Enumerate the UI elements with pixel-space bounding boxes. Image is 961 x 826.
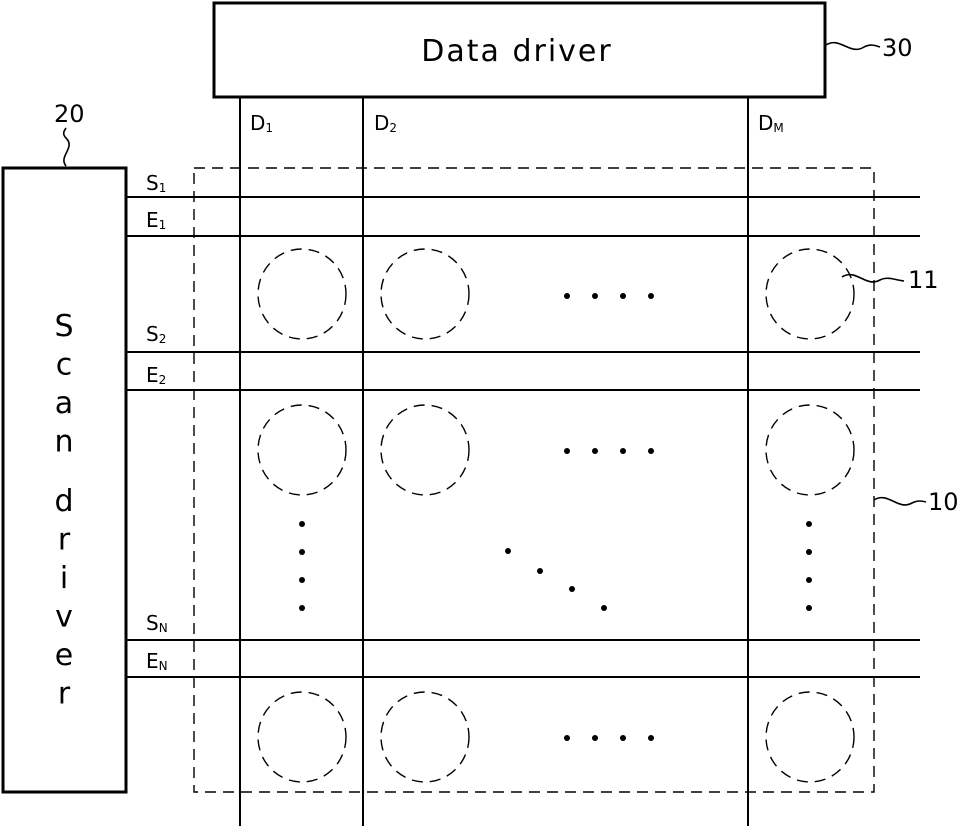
scan-driver-label: Scandriver [54, 309, 73, 712]
emission-line-label-en: EN [146, 649, 168, 673]
pixel-circle [766, 405, 854, 495]
column-ellipsis-dot [806, 521, 812, 527]
scan-line-label-s2: S2 [146, 322, 166, 346]
diagonal-ellipsis-dot [569, 586, 575, 592]
pixel-circle [381, 692, 469, 782]
data-driver-label: Data driver [421, 34, 612, 69]
row-ellipsis-dot [648, 735, 654, 741]
column-ellipsis-dot [299, 605, 305, 611]
panel-leader-line [874, 498, 926, 505]
pixel-circle [766, 249, 854, 339]
pixel-circle [258, 692, 346, 782]
row-ellipsis-dot [564, 448, 570, 454]
row-ellipsis-dot [564, 293, 570, 299]
data-line-labels: D1 D2 DM [250, 111, 784, 135]
scan-line-labels: S1 E1 S2 E2 SN EN [146, 171, 168, 673]
scan-line-label-sn: SN [146, 611, 168, 635]
column-ellipsis-dot [299, 521, 305, 527]
pixel-leader-line [842, 275, 904, 282]
row-ellipsis-dot [592, 735, 598, 741]
panel-ref: 10 [928, 488, 959, 516]
column-ellipsis-dot [806, 549, 812, 555]
data-driver-leader-line [826, 43, 880, 50]
column-ellipsis-dot [806, 605, 812, 611]
row-ellipsis-dot [648, 448, 654, 454]
data-line-label-d2: D2 [374, 111, 397, 135]
pixel-circle [258, 405, 346, 495]
diagonal-ellipsis-dot [601, 605, 607, 611]
row-ellipsis-dot [620, 293, 626, 299]
diagonal-ellipsis-dot [505, 548, 511, 554]
data-line-label-dm: DM [758, 111, 784, 135]
data-line-label-d1: D1 [250, 111, 273, 135]
column-ellipsis-dot [299, 549, 305, 555]
pixel-array-boundary [194, 168, 874, 792]
row-ellipsis-dot [592, 448, 598, 454]
row-ellipsis-dot [620, 448, 626, 454]
column-ellipsis-dot [806, 577, 812, 583]
diagonal-ellipsis-dot [537, 568, 543, 574]
pixel-grid [258, 249, 854, 782]
scan-line-label-s1: S1 [146, 171, 166, 195]
row-ellipsis-dot [648, 293, 654, 299]
pixel-ref: 11 [908, 266, 939, 294]
row-ellipsis-dot [592, 293, 598, 299]
column-ellipsis-dot [299, 577, 305, 583]
ellipsis-dots [299, 293, 812, 741]
data-driver-ref: 30 [882, 34, 913, 62]
pixel-circle [381, 249, 469, 339]
emission-line-label-e2: E2 [146, 363, 166, 387]
row-ellipsis-dot [620, 735, 626, 741]
emission-line-label-e1: E1 [146, 208, 166, 232]
scan-driver-leader-line [64, 128, 69, 166]
scan-driver-ref: 20 [54, 100, 85, 128]
pixel-circle [381, 405, 469, 495]
row-ellipsis-dot [564, 735, 570, 741]
pixel-circle [766, 692, 854, 782]
pixel-circle [258, 249, 346, 339]
